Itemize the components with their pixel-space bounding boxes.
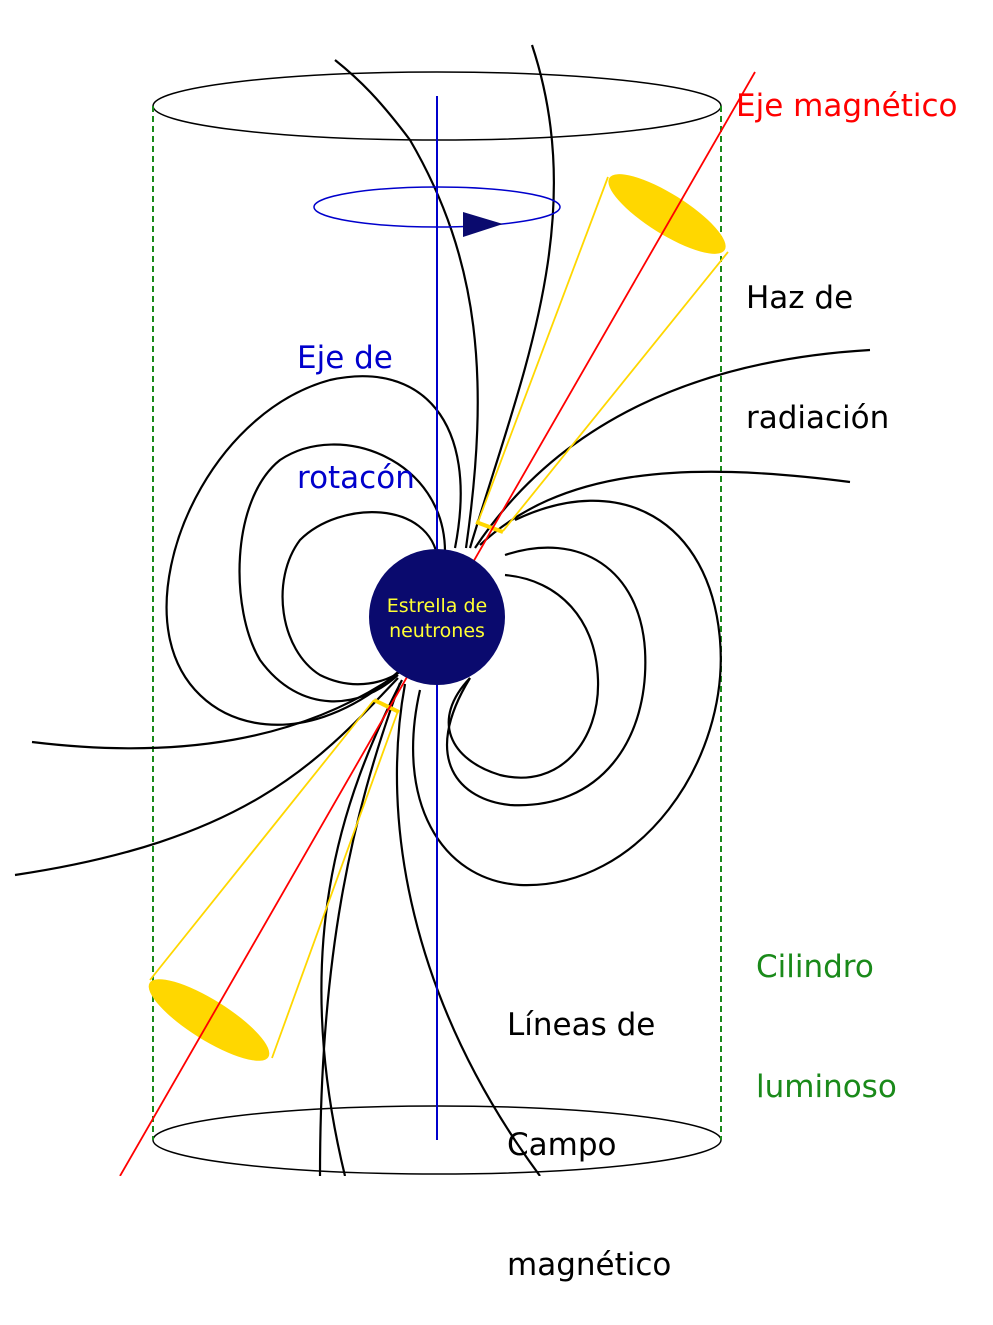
beam-lower-base <box>373 698 400 714</box>
beam-upper-edge-2 <box>502 251 729 532</box>
field-open-right-1 <box>479 470 851 546</box>
rotation-axis-label: Eje de rotacón <box>297 258 415 538</box>
rotation-axis-label-line-2: rotacón <box>297 460 415 496</box>
field-lines-label: Líneas de Campo magnético <box>507 925 671 1325</box>
rotation-axis-label-line-1: Eje de <box>297 340 393 376</box>
field-loop-right-1 <box>447 573 600 779</box>
light-cylinder-label-line-2: luminoso <box>756 1069 897 1105</box>
field-lines-label-line-2: Campo <box>507 1127 617 1163</box>
field-open-left-2 <box>14 677 399 877</box>
beam-lower-edge-2 <box>271 710 399 1059</box>
neutron-star-label-line-2: neutrones <box>389 620 485 642</box>
pulsar-diagram <box>14 44 871 1176</box>
field-up-1 <box>334 59 479 549</box>
light-cylinder-label-line-1: Cilindro <box>756 949 874 985</box>
beam-upper-edge-1 <box>477 176 609 523</box>
field-down-3 <box>395 683 541 1176</box>
field-down-1 <box>320 679 403 1176</box>
field-loop-right-2 <box>445 546 647 807</box>
magnetic-axis-label: Eje magnético <box>736 88 958 124</box>
field-down-2 <box>318 682 402 1176</box>
radiation-beam-label-line-1: Haz de <box>746 280 854 316</box>
rotation-ellipse <box>313 186 561 228</box>
field-lines-label-line-3: magnético <box>507 1247 672 1283</box>
neutron-star <box>369 549 505 685</box>
field-lines-label-line-1: Líneas de <box>507 1007 656 1043</box>
field-open-right-2 <box>474 348 871 549</box>
field-loop-left-2 <box>238 443 447 703</box>
field-loop-left-3 <box>165 375 462 726</box>
field-up-2 <box>468 44 555 549</box>
beam-lower-edge-1 <box>149 699 375 981</box>
field-loop-left-1 <box>281 511 440 686</box>
rotation-arrow-icon <box>463 212 503 237</box>
light-cylinder-label: Cilindro luminoso <box>756 867 897 1147</box>
radiation-beam-label: Haz de radiación <box>746 198 889 478</box>
beam-upper-disc <box>608 174 726 254</box>
field-open-left-1 <box>31 675 396 750</box>
radiation-beam-label-line-2: radiación <box>746 400 890 436</box>
neutron-star-label: Estrella de neutrones <box>367 594 507 644</box>
beam-upper-base <box>475 520 504 534</box>
neutron-star-label-line-1: Estrella de <box>386 595 488 617</box>
